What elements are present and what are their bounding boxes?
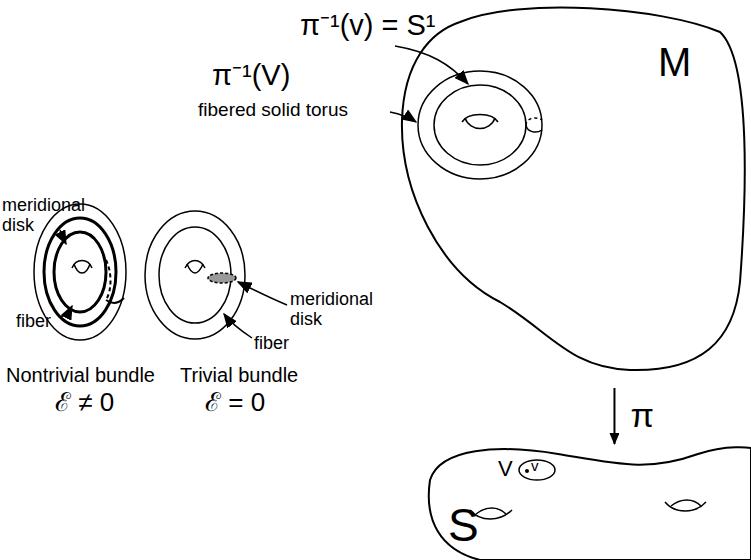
annotation-label: ℰ = 0: [205, 388, 265, 417]
annotation-label: Trivial bundle: [180, 364, 298, 386]
annotation-label: V: [498, 457, 513, 481]
region-blob: S: [418, 440, 751, 560]
projection-arrow: [613, 388, 615, 444]
annotation-label: meridional disk: [2, 196, 82, 236]
region-blob: M: [400, 2, 748, 374]
annotation-label: v: [531, 458, 539, 475]
space-name: S: [448, 502, 479, 548]
blob-outline: [400, 2, 748, 374]
map-label: π: [628, 397, 655, 434]
annotation-label: ℰ ≠ 0: [55, 388, 114, 417]
space-name: M: [658, 42, 691, 82]
annotation-label: π⁻¹(V): [212, 60, 290, 92]
annotation-label: meridional disk: [290, 290, 390, 330]
annotation-label: Nontrivial bundle: [6, 364, 155, 386]
annotation-label: fiber: [16, 312, 51, 332]
annotation-label: fibered solid torus: [198, 100, 348, 121]
annotation-label: π⁻¹(v) = S¹: [300, 10, 436, 42]
annotation-label: fiber: [254, 334, 289, 354]
